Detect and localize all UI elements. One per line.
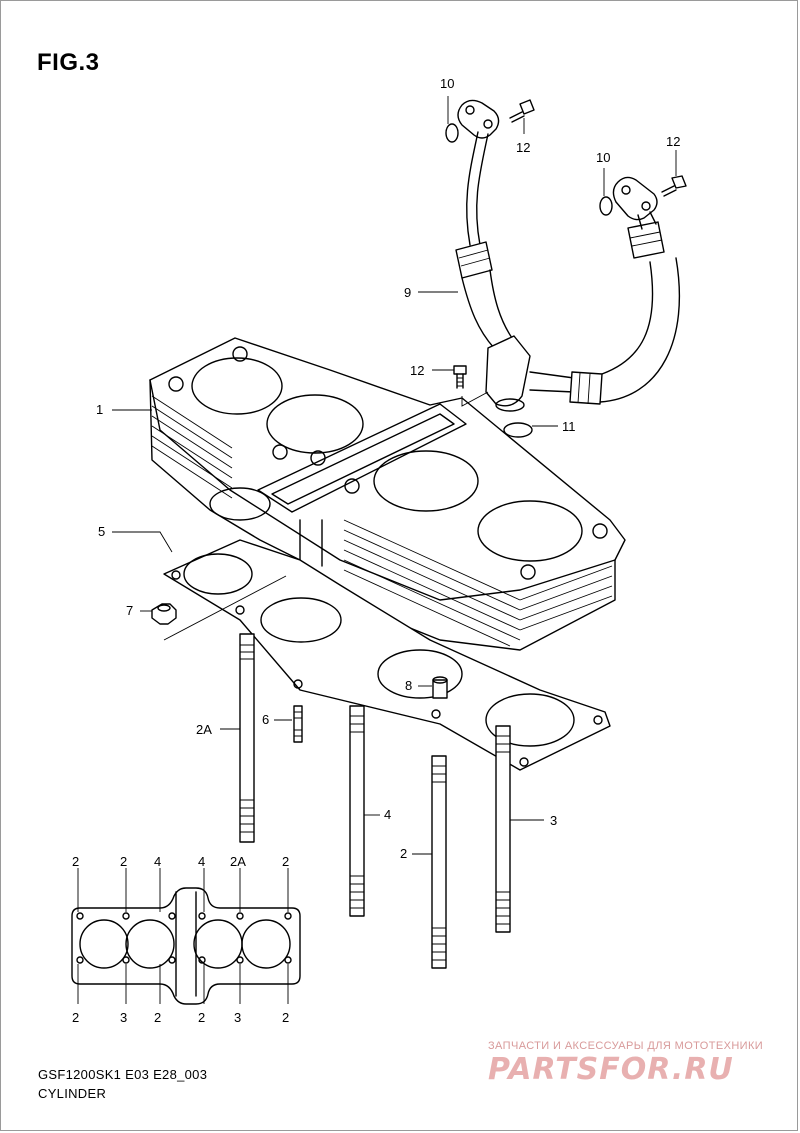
o-ring-11 — [503, 422, 533, 438]
callout-11: 11 — [562, 419, 576, 434]
leader-lines — [112, 96, 677, 855]
inset-top-label: 4 — [198, 854, 205, 869]
inset-top-label: 2 — [282, 854, 289, 869]
callout-10-left: 10 — [440, 76, 454, 91]
callout-6: 6 — [262, 712, 269, 727]
watermark-tagline: ЗАПЧАСТИ И АКСЕССУАРЫ ДЛЯ МОТОТЕХНИКИ — [488, 1040, 764, 1052]
gasket-10-left — [445, 123, 459, 143]
bolt-12-top — [509, 99, 535, 123]
callout-2A: 2A — [196, 722, 212, 737]
stud-2 — [431, 755, 447, 969]
callout-12-top: 12 — [516, 140, 530, 155]
inset-bottom-label: 2 — [198, 1010, 205, 1025]
diagram-code: GSF1200SK1 E03 E28_003 — [38, 1067, 208, 1082]
inset-top-label: 2 — [72, 854, 79, 869]
callout-4: 4 — [384, 807, 391, 822]
stud-3 — [495, 725, 511, 933]
callout-10-right: 10 — [596, 150, 610, 165]
callout-7: 7 — [126, 603, 133, 618]
dowel-8 — [432, 676, 448, 699]
bolt-12-right — [661, 175, 687, 197]
stud-4 — [349, 705, 365, 917]
inset-bottom-label: 2 — [282, 1010, 289, 1025]
callout-3: 3 — [550, 813, 557, 828]
stud-2A — [239, 633, 255, 843]
inset-top-label: 2 — [120, 854, 127, 869]
inset-top-label: 4 — [154, 854, 161, 869]
bolt-12-joint — [453, 365, 467, 389]
watermark-logo: PARTSFOR.RU — [488, 1052, 734, 1087]
inset-bottom-label: 3 — [120, 1010, 127, 1025]
callout-5: 5 — [98, 524, 105, 539]
diagram-caption: CYLINDER — [38, 1086, 107, 1101]
callout-8: 8 — [405, 678, 412, 693]
callout-2: 2 — [400, 846, 407, 861]
cylinder-base-gasket — [163, 539, 611, 771]
figure-title: FIG.3 — [37, 49, 100, 76]
callout-12-right: 12 — [666, 134, 680, 149]
nut-7 — [151, 603, 177, 625]
inset-top-label: 2A — [230, 854, 246, 869]
inset-bottom-label: 2 — [72, 1010, 79, 1025]
callout-1: 1 — [96, 402, 103, 417]
callout-12-joint: 12 — [410, 363, 424, 378]
inset-bottom-label: 2 — [154, 1010, 161, 1025]
callout-9: 9 — [404, 285, 411, 300]
oil-hose-assembly — [455, 99, 680, 412]
stud-6 — [293, 705, 303, 743]
gasket-10-right — [599, 196, 613, 216]
inset-bottom-label: 3 — [234, 1010, 241, 1025]
stud-location-inset: 2 2 4 4 2A 2 2 3 2 2 3 2 — [71, 854, 301, 1025]
